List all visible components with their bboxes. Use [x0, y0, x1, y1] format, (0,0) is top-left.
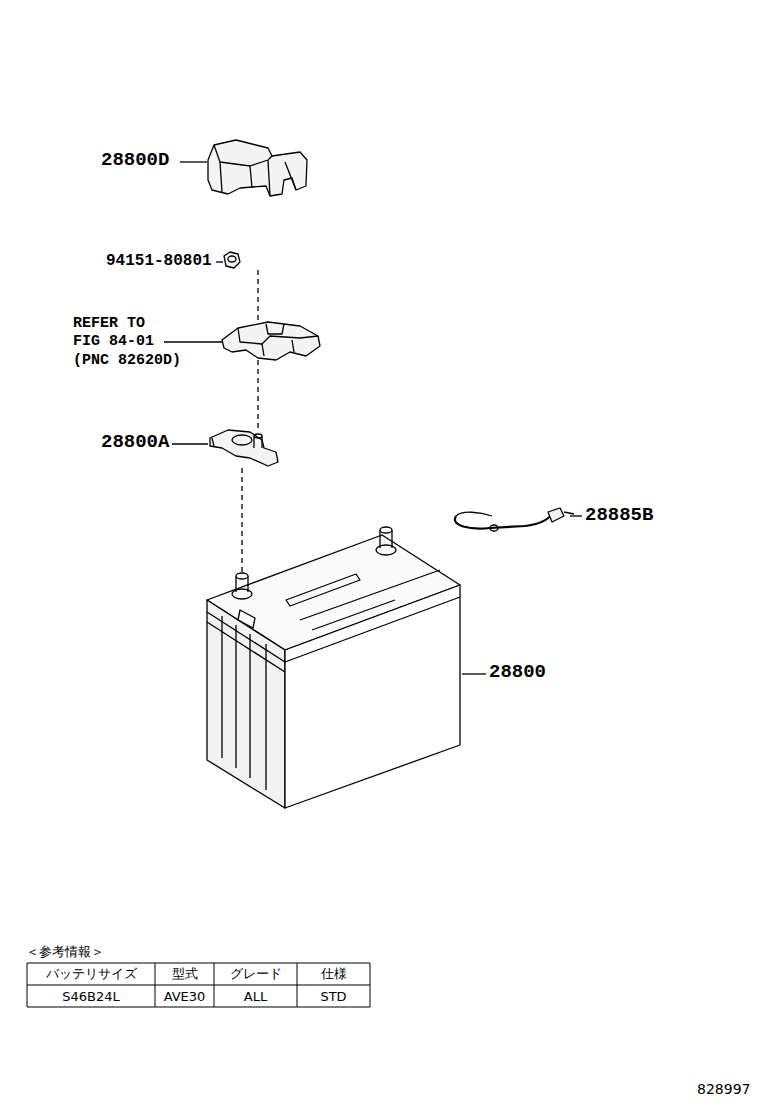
drawing-number: 828997 [697, 1081, 750, 1097]
leader-line [180, 161, 207, 162]
table-cell: AVE30 [155, 985, 214, 1007]
reference-note: REFER TO [73, 315, 145, 332]
table-cell: 型式 [155, 963, 214, 985]
sensor-cable [455, 508, 574, 531]
table-cell: グレード [214, 963, 297, 985]
table-heading: ＜参考情報＞ [26, 942, 136, 962]
part-number: 94151-80801 [106, 252, 212, 270]
leader-line [462, 673, 486, 674]
reference-note: FIG 84-01 [73, 333, 154, 350]
part-number: 28885B [585, 505, 653, 527]
leader-line [164, 341, 222, 342]
leader-line [172, 443, 208, 444]
leader-line [570, 515, 582, 516]
part-number: 28800A [101, 432, 169, 454]
reference-note: (PNC 82620D) [73, 352, 181, 369]
part-number: 28800D [101, 150, 169, 172]
center-line [241, 468, 242, 578]
table-cell: ALL [214, 985, 297, 1007]
terminal-clamp [210, 430, 278, 466]
nut [224, 252, 240, 268]
reference-table [27, 963, 370, 1007]
battery [207, 527, 460, 808]
terminal-cover [208, 140, 307, 196]
table-cell: バッテリサイズ [27, 963, 155, 985]
leader-line [216, 261, 223, 262]
table-cell: STD [297, 985, 370, 1007]
table-cell: 仕様 [297, 963, 370, 985]
part-number: 28800 [489, 662, 546, 684]
bracket [222, 322, 320, 360]
table-cell: S46B24L [27, 985, 155, 1007]
